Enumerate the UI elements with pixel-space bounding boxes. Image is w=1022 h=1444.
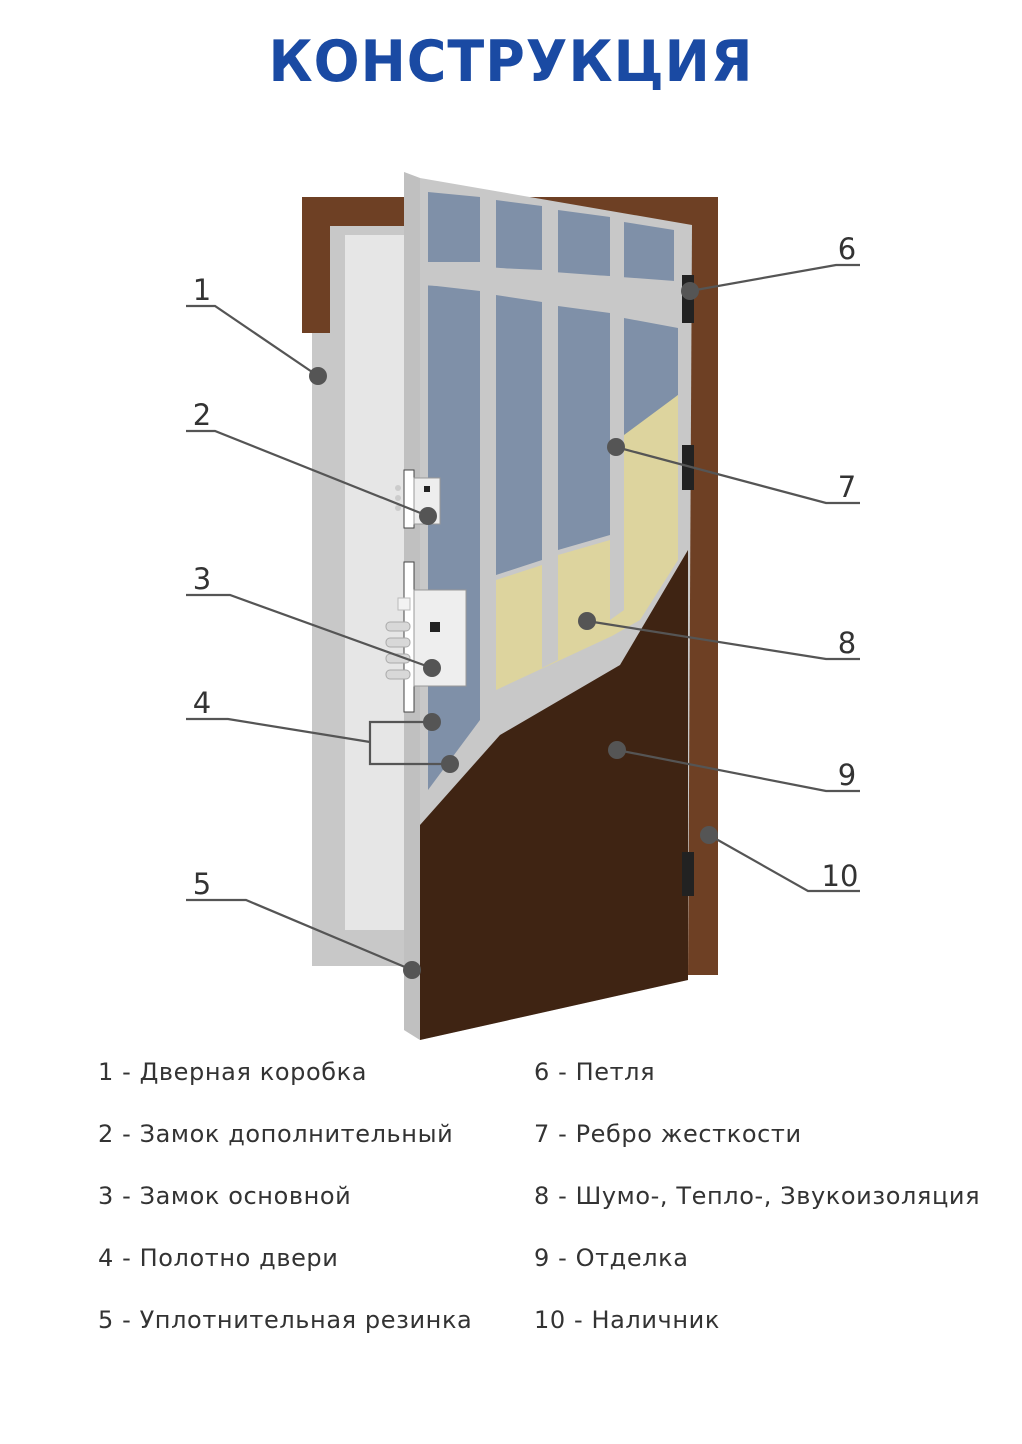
casing-right [688,197,718,975]
callout-number-9: 9 [838,758,856,792]
legend-item-4: 4 - Полотно двери [98,1244,339,1272]
callout-numbers: 1 2 3 4 5 6 7 8 9 10 [193,232,859,901]
casing-left [302,197,330,333]
callout-number-6: 6 [838,232,856,266]
leader-9 [616,748,860,793]
page-title: КОНСТРУКЦИЯ [268,28,754,95]
dot-8 [578,612,596,630]
legend-column-left: 1 - Дверная коробка 2 - Замок дополнител… [98,1058,472,1368]
finish-panel [420,550,688,1040]
hinge-middle [682,445,694,490]
leader-5 [186,898,413,972]
dot-3 [423,659,441,677]
dot-4b [441,755,459,773]
legend-item-8: 8 - Шумо-, Тепло-, Звукоизоляция [534,1182,981,1210]
leader-4-bracket [368,720,450,766]
leader-2 [186,429,429,518]
callout-number-1: 1 [193,273,211,307]
hinge-bottom [682,852,694,896]
callout-number-8: 8 [838,626,856,660]
callout-number-5: 5 [193,867,211,901]
dot-5 [403,961,421,979]
leader-6 [689,263,860,293]
leader-lines [186,263,860,972]
leader-10 [708,834,860,893]
legend-item-3: 3 - Замок основной [98,1182,352,1210]
callout-number-7: 7 [838,470,856,504]
callout-number-2: 2 [193,398,211,432]
dot-6 [681,282,699,300]
legend-item-2: 2 - Замок дополнительный [98,1120,454,1148]
leader-1 [186,304,319,377]
legend-column-right: 6 - Петля 7 - Ребро жесткости 8 - Шумо-,… [534,1058,980,1368]
dot-4a [423,713,441,731]
dot-7 [607,438,625,456]
legend-item-9: 9 - Отделка [534,1244,689,1272]
dot-9 [608,741,626,759]
callout-number-3: 3 [193,562,211,596]
legend-item-5: 5 - Уплотнительная резинка [98,1306,473,1334]
callout-dots [309,282,718,979]
leader-8 [586,619,860,661]
leader-4 [186,717,371,744]
dot-1 [309,367,327,385]
legend-item-7: 7 - Ребро жесткости [534,1120,802,1148]
dot-2 [419,507,437,525]
leader-3 [186,593,433,670]
stiffening-ribs [420,192,688,712]
callout-number-10: 10 [822,859,859,893]
legend-item-10: 10 - Наличник [534,1306,720,1334]
leader-7 [615,445,860,505]
door-box [312,226,405,966]
callout-number-4: 4 [193,686,211,720]
legend-item-1: 1 - Дверная коробка [98,1058,368,1086]
dot-10 [700,826,718,844]
insulation-layer [496,395,678,690]
legend-item-6: 6 - Петля [534,1058,656,1086]
